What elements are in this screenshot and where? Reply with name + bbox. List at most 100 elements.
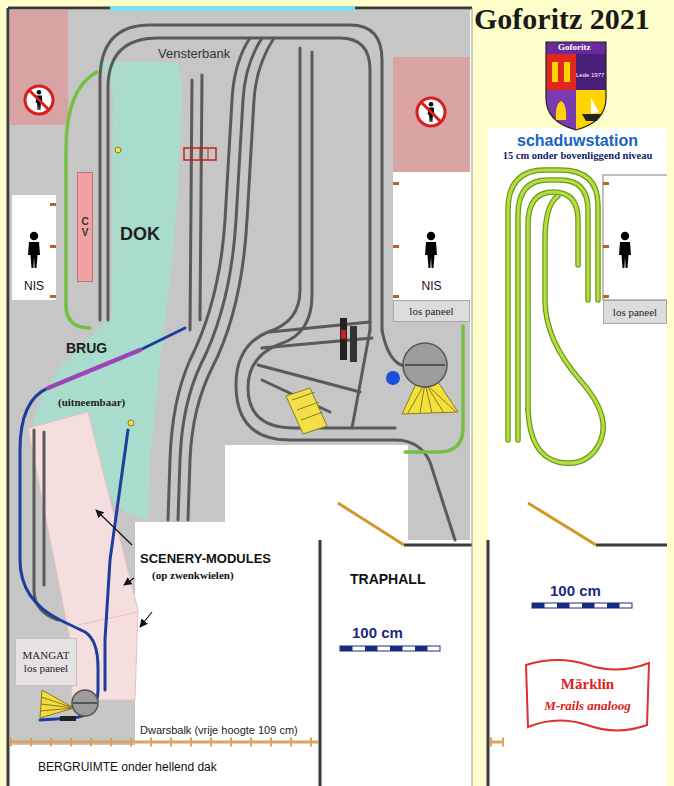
logo-shield-part — [591, 98, 599, 114]
blue-track — [20, 328, 185, 720]
page-title: Goforitz 2021 — [474, 2, 650, 37]
power-outlet — [50, 245, 56, 248]
logo-shield-text: Goforitz — [558, 42, 590, 52]
water-tower — [386, 371, 400, 385]
person-icon — [619, 232, 631, 268]
no-entry-sign — [417, 98, 445, 126]
power-outlet — [50, 295, 56, 298]
green-track — [66, 72, 97, 328]
person-icon — [28, 232, 40, 268]
cross-beam — [490, 738, 504, 747]
power-outlet — [50, 203, 56, 206]
goods-shed — [286, 388, 327, 434]
person-icon — [425, 232, 437, 268]
goods-shed — [286, 388, 327, 434]
niche-outline — [603, 175, 667, 300]
turntable — [403, 343, 447, 387]
logo-shield-outline — [544, 40, 608, 132]
logo-shield-part — [546, 54, 576, 90]
figure-dot — [115, 147, 134, 426]
niche-area-text: NIS — [24, 280, 44, 294]
wall — [596, 544, 667, 547]
shadow-track — [528, 196, 603, 463]
track — [190, 80, 192, 330]
power-outlet — [603, 245, 609, 248]
room-label: Vensterbank — [158, 47, 230, 62]
brand-flag-part — [526, 660, 649, 731]
locomotive — [60, 716, 76, 721]
door-swing — [338, 503, 404, 545]
locomotive — [60, 318, 357, 721]
brand-flag-text: M-rails analoog — [544, 699, 630, 714]
shadow-station-panel: schaduwstation15 cm onder bovenliggend n… — [488, 128, 667, 786]
track — [34, 25, 455, 620]
scenery-arrow — [96, 510, 132, 545]
plan-edge — [472, 8, 473, 786]
turntable — [72, 690, 98, 716]
scale-label: 100 cm — [352, 624, 403, 641]
window-sill — [110, 6, 355, 11]
loose-panel-text: los paneel — [409, 305, 453, 318]
track — [248, 52, 395, 428]
shadow-track — [508, 170, 603, 463]
track — [188, 38, 274, 520]
no-go-zone — [393, 57, 470, 172]
power-outlet — [393, 295, 399, 298]
bridge-label: BRUG — [66, 340, 107, 356]
shadow-track — [528, 196, 603, 463]
loose-panel: los paneel — [393, 300, 470, 322]
logo-shield-part — [576, 54, 606, 90]
baseboard — [10, 10, 470, 745]
scenery-arrow — [124, 578, 134, 585]
niche-area: NIS — [393, 172, 470, 300]
track — [200, 75, 202, 320]
blue-track — [140, 328, 185, 350]
cross-beam — [490, 741, 504, 744]
manhole-panel-text: MANGAT — [22, 649, 69, 662]
logo-shield: GoforitzLede 1977 — [544, 40, 608, 132]
floor — [8, 8, 472, 786]
turntable — [405, 364, 445, 366]
power-outlet — [393, 182, 399, 185]
note-label: (op zwenkwielen) — [152, 569, 234, 582]
wall — [487, 540, 490, 786]
shadow-station-panel-text: 15 cm onder bovenliggend niveau — [503, 150, 653, 162]
scale-bar — [340, 603, 632, 651]
locomotive — [340, 318, 347, 360]
wall — [8, 8, 667, 786]
track — [43, 432, 46, 585]
area-label: DOK — [120, 224, 160, 245]
track — [236, 48, 455, 540]
locomotive — [341, 330, 346, 339]
shadow-track — [518, 180, 588, 440]
niche-floor — [393, 172, 470, 300]
turntable — [40, 343, 458, 718]
scale-bar — [532, 603, 632, 608]
wall — [319, 540, 322, 786]
door-swing — [528, 503, 596, 545]
brand-flag-text: Märklin — [561, 676, 614, 693]
blue-track — [105, 430, 128, 690]
turntable — [40, 697, 74, 711]
logo-shield-part — [546, 42, 606, 130]
shadow-track — [508, 170, 603, 463]
logo-shield-text: Lede 1977 — [576, 72, 604, 79]
brand-flag: MärklinM-rails analoog — [520, 655, 655, 735]
room-label: BERGRUIMTE onder hellend dak — [38, 761, 217, 775]
locomotive — [350, 326, 357, 362]
figure-dot — [115, 147, 121, 153]
turntable — [40, 690, 74, 718]
door-swing — [338, 503, 596, 545]
beam-label: Dwarsbalk (vrije hoogte 109 cm) — [140, 724, 298, 737]
scale-bar — [340, 646, 440, 651]
manhole-panel-text: los paneel — [24, 662, 68, 675]
shadow-station-panel-text: schaduwstation — [517, 132, 638, 150]
niche-area-text: NIS — [421, 280, 441, 294]
dock-crane — [184, 148, 216, 160]
cv-box-text: C V — [80, 216, 90, 238]
note-label: (uitneembaar) — [58, 396, 125, 409]
